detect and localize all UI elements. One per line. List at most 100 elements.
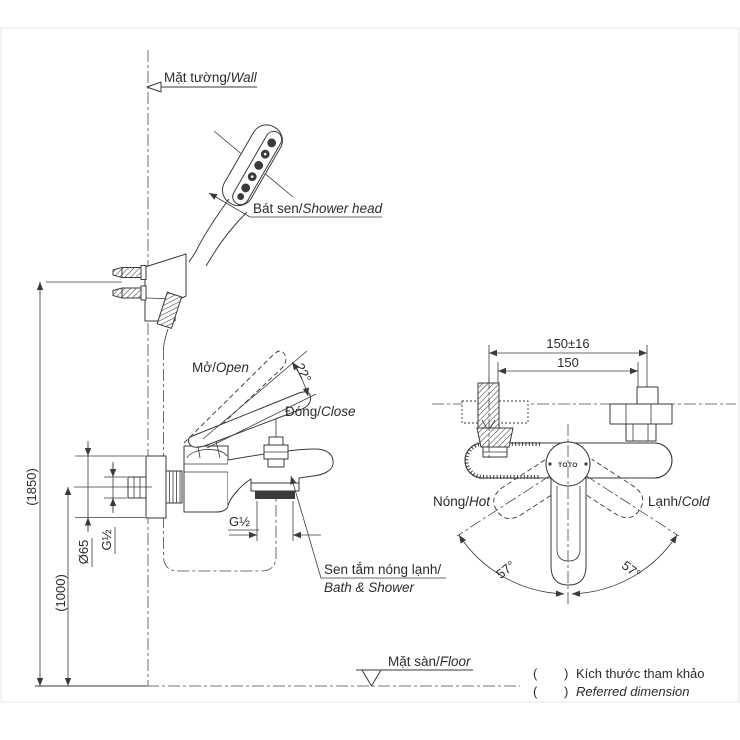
height-dims: (1850) (1000) bbox=[24, 281, 152, 686]
section-hatch-edge bbox=[464, 442, 540, 479]
handle-closed bbox=[187, 391, 312, 448]
handle-edge bbox=[188, 198, 230, 263]
union-nut bbox=[625, 423, 657, 442]
ground-symbol-icon bbox=[361, 669, 382, 687]
cartridge-dome bbox=[186, 449, 228, 459]
spray-hole bbox=[267, 138, 277, 148]
screw-washer bbox=[140, 285, 147, 301]
open-label: Mở/Open bbox=[192, 360, 249, 375]
wall-flange-wing bbox=[461, 400, 480, 424]
faucet-side bbox=[127, 419, 334, 519]
spray-hole bbox=[241, 183, 251, 193]
bracket-height-value: (1850) bbox=[24, 468, 39, 506]
valve-body bbox=[183, 445, 234, 513]
bath-shower-leader bbox=[290, 475, 446, 579]
hose-cone bbox=[156, 291, 183, 329]
spray-hole bbox=[254, 161, 264, 170]
hose-line bbox=[163, 328, 169, 349]
phantom-outline bbox=[493, 459, 564, 520]
wall-flange bbox=[609, 403, 673, 425]
spray-hole-highlight bbox=[263, 152, 267, 156]
check-valve bbox=[127, 476, 147, 499]
swing-arc-left bbox=[458, 534, 565, 597]
right-fitting bbox=[609, 386, 673, 442]
escutcheon-dim: Ø65 bbox=[75, 441, 145, 567]
spout bbox=[227, 448, 334, 506]
escutcheon-dot bbox=[548, 462, 552, 466]
floor-annotation: Mặt sàn/Floor bbox=[356, 654, 473, 687]
handle-outer bbox=[550, 478, 587, 586]
cold-label: Lạnh/Cold bbox=[648, 494, 710, 509]
screw-tip bbox=[112, 287, 123, 299]
spout-outlet-thread bbox=[255, 491, 295, 499]
wall-callout: Mặt tường/Wall bbox=[146, 70, 258, 93]
hot-label: Nóng/Hot bbox=[433, 494, 491, 509]
angle-ray bbox=[206, 393, 317, 449]
shower-head-drawing bbox=[188, 124, 294, 267]
angle-arc bbox=[291, 361, 310, 397]
hose-routing-centerline bbox=[163, 348, 277, 572]
handle-edge bbox=[205, 211, 248, 267]
handle-open-phantom bbox=[183, 350, 287, 450]
escutcheon-dot bbox=[584, 462, 588, 466]
shower-head-label: Bát sen/Shower head bbox=[253, 201, 383, 216]
screw-tip bbox=[112, 266, 123, 279]
bottom-thread-dim: G½ bbox=[228, 501, 321, 541]
handle-neck bbox=[197, 445, 201, 459]
wall-arrow-icon bbox=[146, 81, 162, 93]
legend-line2: ()Referred dimension bbox=[533, 684, 689, 699]
shower-head-callout: Bát sen/Shower head bbox=[208, 192, 383, 218]
diverter-knob-base bbox=[267, 458, 285, 468]
shower-head bbox=[222, 124, 283, 207]
diverter-knob-top bbox=[268, 436, 284, 446]
left-fitting bbox=[461, 377, 529, 459]
bath-shower-label-en: Bath & Shower bbox=[324, 580, 415, 595]
bath-shower-label-vi: Sen tắm nóng lạnh/ bbox=[324, 562, 441, 577]
bath-shower-callout: Sen tắm nóng lạnh/ Bath & Shower bbox=[290, 475, 446, 595]
handle-cold-phantom bbox=[573, 458, 644, 519]
floor-label: Mặt sàn/Floor bbox=[388, 654, 471, 669]
close-label: Đóng/Close bbox=[285, 404, 356, 419]
wall-label: Mặt tường/Wall bbox=[164, 70, 258, 85]
screw-body bbox=[121, 287, 142, 299]
connection-nut bbox=[165, 470, 183, 504]
handle-annotation: 22° Mở/Open Đóng/Close bbox=[183, 350, 356, 459]
bottom-thread-value: G½ bbox=[229, 514, 250, 529]
swing-left-value: 57° bbox=[493, 558, 518, 582]
spout-outlet-flange bbox=[250, 482, 300, 492]
legend: ()Kích thước tham khảo ()Referred dimens… bbox=[533, 666, 705, 699]
swing-radial-left bbox=[456, 474, 552, 537]
handle-swing bbox=[456, 458, 680, 537]
shower-head-leader bbox=[208, 192, 382, 218]
image-border bbox=[0, 27, 740, 703]
hose-nut bbox=[156, 291, 183, 329]
side-thread-dim: G½ bbox=[99, 462, 127, 554]
angle-ray bbox=[202, 350, 308, 440]
handle-hot-phantom bbox=[493, 459, 564, 520]
open-angle-value: 22° bbox=[292, 361, 314, 385]
front-view: 150±16 150 bbox=[432, 336, 736, 604]
wall-flange-wing bbox=[498, 400, 529, 424]
supply-pipe-section bbox=[477, 382, 500, 429]
faucet-height-value: (1000) bbox=[53, 574, 68, 612]
legend-line1: ()Kích thước tham khảo bbox=[533, 666, 705, 681]
side-view: Mặt tường/Wall Bát sen/Shower bbox=[24, 50, 520, 687]
phantom-outline bbox=[573, 458, 644, 519]
span-value: 150 bbox=[557, 355, 579, 370]
escutcheon-dia-value: Ø65 bbox=[76, 540, 91, 565]
swing-radial-right bbox=[584, 474, 680, 537]
handle-front bbox=[550, 478, 587, 586]
spray-hole bbox=[237, 193, 245, 200]
span-tol-value: 150±16 bbox=[546, 336, 589, 351]
wall-bracket bbox=[112, 253, 187, 349]
span-dims: 150±16 150 bbox=[488, 336, 648, 440]
side-thread-value: G½ bbox=[99, 529, 114, 550]
screw-washer bbox=[140, 265, 147, 280]
spray-hole-highlight bbox=[250, 175, 254, 178]
screw-body bbox=[121, 267, 142, 278]
brand-logo: TOTO bbox=[558, 462, 578, 469]
swing-right-value: 57° bbox=[619, 558, 644, 582]
handle-neck bbox=[215, 440, 221, 459]
